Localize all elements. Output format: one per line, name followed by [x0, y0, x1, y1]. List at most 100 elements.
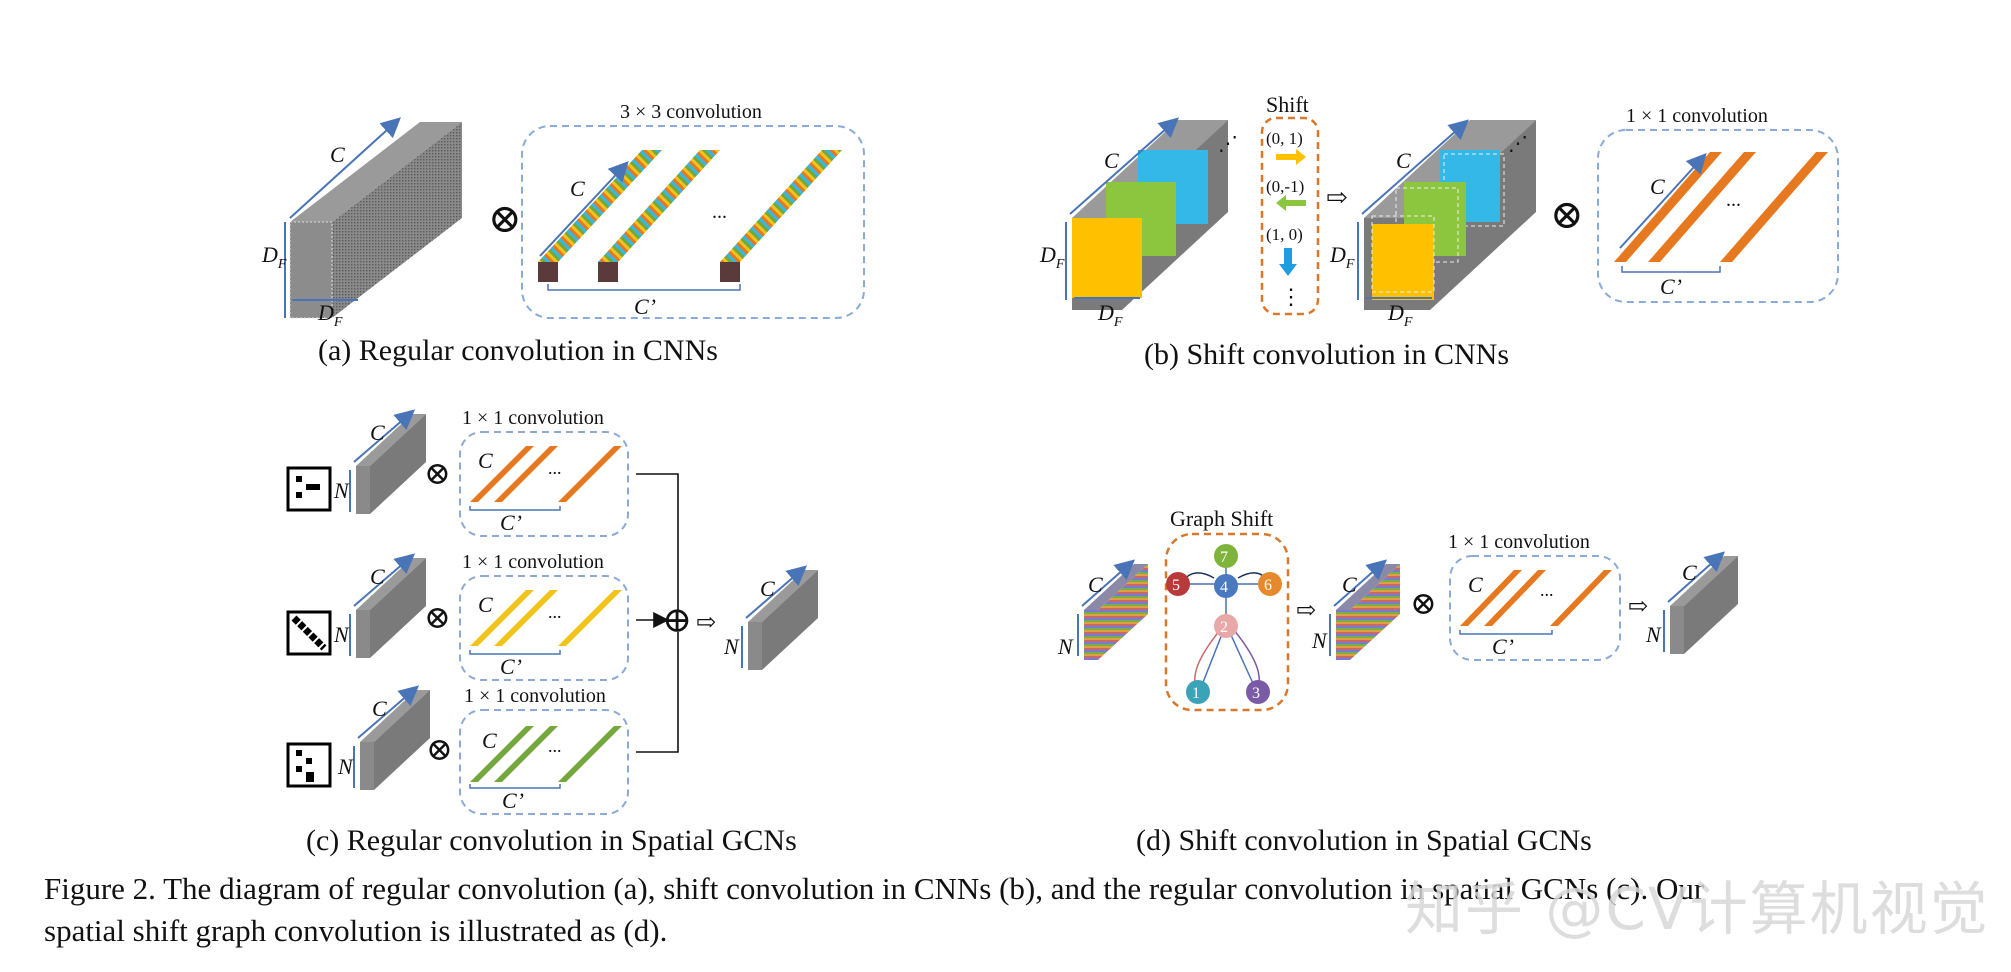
- cprime-label-c3: C’: [502, 788, 524, 813]
- caption-c: (c) Regular convolution in Spatial GCNs: [306, 824, 797, 857]
- graph-node-4: 4: [1214, 574, 1238, 598]
- watermark-logo: 知乎 @CV计算机视觉: [1405, 875, 1990, 943]
- n-label-c-out: N: [723, 634, 740, 659]
- figure-caption: Figure 2. The diagram of regular convolu…: [44, 868, 2004, 952]
- shifted-tensor-b: [1364, 120, 1536, 310]
- dots-b: ...: [1726, 189, 1741, 211]
- cprime-label-b: C’: [1660, 274, 1682, 299]
- df-horiz-label-b: DF: [1097, 300, 1123, 330]
- df-vert-label-b2: DF: [1329, 242, 1355, 272]
- c-label-c3: C: [372, 696, 387, 721]
- figure-caption-line1: Figure 2. The diagram of regular convolu…: [44, 871, 1705, 906]
- conv-box-title-a: 3 × 3 convolution: [620, 101, 762, 123]
- graph-node-2: 2: [1214, 614, 1238, 638]
- implies-arrow-b: ⇨: [1326, 183, 1348, 212]
- graph-node-1: 1: [1186, 680, 1210, 704]
- arrow-right-icon: [1276, 149, 1306, 165]
- c-label-d2: C: [1342, 572, 1357, 597]
- dots-c3: ...: [548, 736, 562, 756]
- c-label-d1: C: [1088, 572, 1103, 597]
- caption-d: (d) Shift convolution in Spatial GCNs: [1136, 824, 1592, 857]
- conv-box-c1: [459, 431, 629, 537]
- c-label-c2: C: [370, 564, 385, 589]
- arrow-down-icon: [1279, 248, 1297, 276]
- conv-box-c2: [459, 575, 629, 681]
- svg-text:1: 1: [1192, 685, 1200, 702]
- implies-arrow-d2: ⇨: [1628, 594, 1648, 620]
- graph-shift-title: Graph Shift: [1170, 506, 1273, 531]
- arrow-left-icon: [1276, 195, 1306, 211]
- panel-a: C DF DF ⊗ 3 × 3 convolution C ... C’ (a)…: [261, 101, 865, 367]
- kernel-bars-b: [1614, 152, 1828, 262]
- conv-box-title-c1: 1 × 1 convolution: [462, 407, 604, 429]
- cprime-bracket-b: [1621, 266, 1721, 273]
- otimes-b: ⊗: [1550, 192, 1584, 237]
- c-label-c-out: C: [760, 576, 775, 601]
- caption-a: (a) Regular convolution in CNNs: [318, 334, 718, 367]
- df-horiz-label-b2: DF: [1387, 300, 1413, 330]
- n-label-c2: N: [333, 622, 350, 647]
- feature-tensor-b: [1072, 120, 1228, 310]
- vdots-b: ⋮: [1280, 284, 1302, 309]
- c-label-d3: C: [1682, 560, 1697, 585]
- conv-box-c3: [459, 709, 629, 815]
- graph-node-7: 7: [1214, 544, 1238, 568]
- otimes-c2: ⊗: [424, 599, 451, 635]
- sum-connectors: [636, 473, 679, 753]
- n-label-d2: N: [1311, 628, 1328, 653]
- ellipsis-b1: ⋰: [1218, 133, 1238, 155]
- panel-b: ⋰ C DF DF Shift (0, 1) (0,-1) (1, 0) ⋮ ⇨…: [1039, 92, 1839, 371]
- panel-d: C N Graph Shift 7 4 5 6 2 1 3 ⇨ C N ⊗: [1057, 506, 1738, 857]
- adjacency-icon-1: [286, 466, 332, 512]
- df-vert-label-b: DF: [1039, 242, 1065, 272]
- svg-text:4: 4: [1220, 579, 1228, 596]
- conv-box-b: [1597, 129, 1839, 303]
- adjacency-icon-3: [286, 742, 332, 788]
- panel-c: C N ⊗ 1 × 1 convolution C ... C’ C N ⊗ 1…: [286, 407, 818, 857]
- c-kernel-label-c1: C: [478, 448, 493, 473]
- dots-a: ...: [712, 201, 727, 223]
- svg-text:2: 2: [1220, 619, 1228, 636]
- shift-label-1: (0,-1): [1266, 177, 1304, 196]
- cprime-label-c1: C’: [500, 510, 522, 535]
- c-arrow-b: [1069, 117, 1179, 215]
- graph-shift-box: [1164, 532, 1290, 712]
- conv-box-d: [1449, 555, 1621, 661]
- c-arrow-a: [289, 117, 401, 219]
- oplus-c: ⊕: [662, 600, 692, 640]
- cprime-label-c2: C’: [500, 654, 522, 679]
- otimes-a: ⊗: [488, 196, 522, 241]
- conv-box-title-b: 1 × 1 convolution: [1626, 105, 1768, 127]
- n-label-c3: N: [337, 754, 354, 779]
- c-kernel-label-c3: C: [482, 728, 497, 753]
- svg-text:5: 5: [1172, 577, 1180, 594]
- c-kernel-label-b: C: [1650, 174, 1665, 199]
- feature-tensor-a: [289, 122, 462, 319]
- graph-node-5: 5: [1166, 572, 1190, 596]
- cprime-label-a: C’: [634, 294, 656, 319]
- c-label-b: C: [1104, 148, 1119, 173]
- svg-text:7: 7: [1220, 549, 1228, 566]
- c-arrow-b2: [1361, 119, 1469, 215]
- figure-caption-line2: spatial shift graph convolution is illus…: [44, 913, 668, 948]
- implies-arrow-c: ⇨: [696, 610, 716, 636]
- graph-node-3: 3: [1246, 680, 1270, 704]
- conv-box-a: [521, 125, 865, 319]
- cprime-label-d: C’: [1492, 634, 1514, 659]
- c-label-c1: C: [370, 420, 385, 445]
- df-vert-label-a: DF: [261, 242, 287, 272]
- c-arrow-kernel-a: [539, 161, 629, 257]
- dots-c2: ...: [548, 602, 562, 622]
- conv-box-title-c2: 1 × 1 convolution: [462, 551, 604, 573]
- graph-node-6: 6: [1258, 572, 1282, 596]
- dots-c1: ...: [548, 458, 562, 478]
- amber-channel-b: [1072, 218, 1142, 298]
- otimes-c1: ⊗: [424, 455, 451, 491]
- svg-text:3: 3: [1252, 685, 1260, 702]
- shift-label-2: (1, 0): [1266, 225, 1303, 244]
- c-kernel-label-a: C: [570, 176, 585, 201]
- conv-box-title-c3: 1 × 1 convolution: [464, 685, 606, 707]
- c-label-b2: C: [1396, 148, 1411, 173]
- shift-label-0: (0, 1): [1266, 129, 1303, 148]
